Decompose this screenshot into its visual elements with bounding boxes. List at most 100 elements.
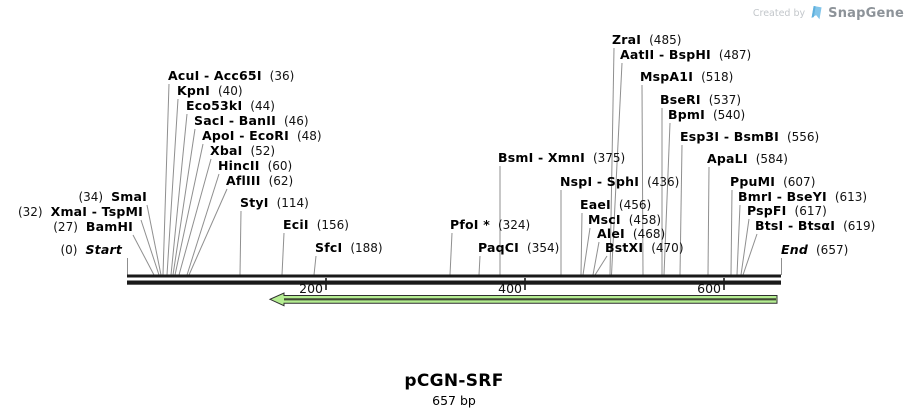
callout-line: [707, 166, 710, 276]
site-position: (537): [708, 93, 742, 107]
enzyme-name: XbaI: [210, 143, 243, 158]
site-label: EciI (156): [283, 217, 349, 233]
site-label: BpmI(540): [668, 107, 745, 123]
site-label: BtsI - BtsαI(619): [755, 219, 876, 234]
site-position: (436): [647, 175, 680, 189]
site-position: (584): [755, 152, 788, 166]
enzyme-name: AflIII: [226, 173, 261, 188]
callout-line: [140, 219, 160, 276]
site-position: (470): [651, 241, 684, 255]
ruler-number: 400: [498, 281, 522, 296]
callout-line: [186, 173, 220, 276]
site-position: (354): [527, 241, 560, 255]
enzyme-name: AleI: [597, 226, 625, 241]
site-position: (156): [316, 218, 349, 232]
site-position: (0): [60, 243, 78, 257]
enzyme-name: SfcI: [315, 240, 343, 255]
site-position: (52): [250, 144, 276, 158]
site-label: MspA1I(518): [640, 69, 733, 85]
site-position: (619): [843, 219, 876, 233]
site-label: PspFI (617): [747, 203, 827, 219]
enzyme-name: ZraI: [612, 32, 642, 47]
callout-line: [611, 62, 623, 276]
enzyme-name: PpuMI: [730, 174, 776, 189]
enzyme-name: BseRI: [660, 92, 701, 107]
site-label: BstXI (470): [605, 240, 684, 256]
site-label: SacI - BanII(46): [194, 113, 309, 129]
site-label: PpuMI (607): [730, 174, 816, 190]
enzyme-name: Eco53kI: [186, 98, 243, 113]
site-label: ZraI (485): [612, 32, 682, 48]
site-position: (27): [53, 220, 78, 234]
enzyme-name: BpmI: [668, 107, 705, 122]
site-label: PfoI *(324): [450, 218, 530, 233]
site-position: (458): [628, 213, 662, 227]
callout-line: [740, 218, 750, 276]
site-label: NspI - SphI (436): [560, 174, 680, 190]
enzyme-name: EciI: [283, 217, 309, 232]
site-label: AcuI - Acc65I(36): [168, 68, 294, 84]
site-label: PaqCI (354): [478, 240, 560, 256]
sequence-bar-bottom: [127, 280, 781, 285]
map-title: pCGN-SRF: [404, 371, 504, 391]
site-position: (40): [217, 84, 243, 98]
site-position: (468): [632, 227, 666, 241]
site-position: (607): [783, 175, 816, 189]
enzyme-name: HincII: [218, 158, 260, 173]
map-length: 657 bp: [432, 393, 476, 408]
site-position: (44): [250, 99, 275, 113]
callout-line: [592, 241, 600, 276]
site-label: KpnI(40): [177, 84, 243, 99]
enzyme-name: BmrI - BseYI: [738, 189, 827, 204]
site-label: AleI (468): [597, 226, 666, 242]
enzyme-name: AcuI - Acc65I: [168, 68, 262, 83]
site-position: (188): [350, 241, 383, 255]
site-position: (485): [649, 33, 682, 47]
enzyme-name: Start: [85, 242, 122, 257]
callout-line: [582, 227, 591, 276]
enzyme-name: AatII - BspHI: [620, 47, 711, 62]
site-label: AatII - BspHI (487): [620, 47, 752, 63]
site-label: (0) Start: [60, 242, 122, 258]
enzyme-name: NspI - SphI: [560, 174, 640, 189]
site-label: StyI(114): [240, 196, 309, 211]
ruler-number: 600: [697, 281, 721, 296]
callout-line: [166, 98, 179, 276]
site-position: (32): [17, 205, 43, 219]
site-label: MscI(458): [588, 213, 662, 228]
enzyme-name: MspA1I: [640, 69, 694, 84]
enzyme-name: BstXI: [605, 240, 644, 255]
callout-line: [663, 122, 671, 276]
sequence-bar-top: [127, 274, 781, 278]
site-label: SfcI (188): [315, 240, 383, 256]
enzyme-name: PspFI: [747, 203, 787, 218]
callout-line: [172, 128, 196, 276]
site-position: (487): [718, 48, 752, 62]
enzyme-name: SacI - BanII: [194, 113, 276, 128]
callout-line: [281, 232, 285, 276]
watermark: Created by SnapGene: [753, 5, 904, 21]
site-position: (114): [276, 196, 309, 210]
created-by-label: Created by: [752, 7, 806, 19]
callout-line: [641, 84, 644, 276]
callout-line: [313, 255, 317, 276]
site-label: ApoI - EcoRI(48): [202, 129, 322, 144]
callout-line: [449, 232, 453, 276]
site-label: AflIII(62): [226, 173, 293, 189]
callout-line: [132, 234, 155, 276]
callout-line: [679, 144, 683, 276]
site-position: (617): [794, 204, 827, 218]
enzyme-name: ApaLI: [707, 151, 748, 166]
enzyme-name: End: [781, 242, 808, 257]
brand-label: SnapGene: [828, 5, 904, 21]
site-label: End(657): [781, 242, 848, 258]
site-label: BsmI - XmnI(375): [498, 151, 625, 166]
site-position: (48): [296, 129, 322, 143]
site-label: ApaLI (584): [707, 151, 788, 167]
enzyme-name: PaqCI: [478, 240, 520, 255]
enzyme-name: XmaI - TspMI: [50, 204, 143, 219]
site-position: (60): [267, 159, 293, 173]
callout-line: [736, 204, 741, 276]
